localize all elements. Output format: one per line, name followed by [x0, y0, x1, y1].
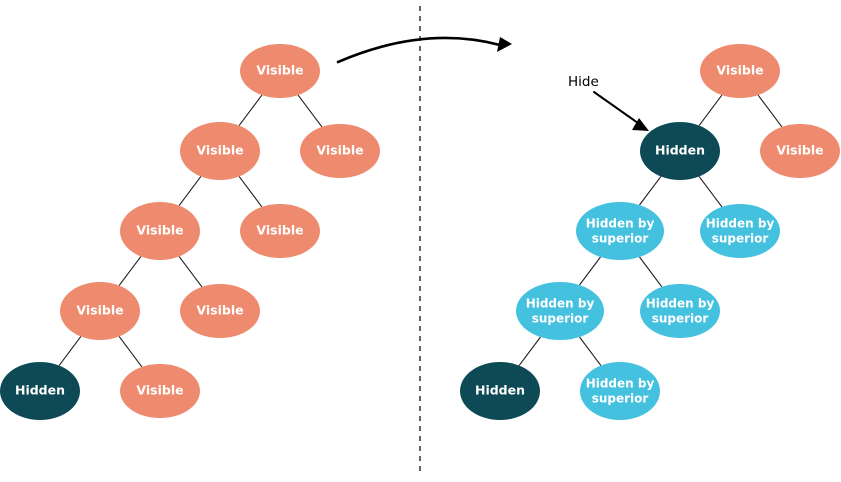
- node-shape: [640, 284, 720, 338]
- node-shape: [0, 362, 80, 420]
- hide-pointer-arrow-shaft: [593, 91, 646, 129]
- node-shape: [576, 202, 664, 260]
- tree-edge: [238, 94, 263, 126]
- tree-node-visible[interactable]: Visible: [300, 124, 380, 178]
- tree-edge: [698, 94, 723, 126]
- tree-node-visible[interactable]: Visible: [700, 44, 780, 98]
- tree-node-visible[interactable]: Visible: [60, 282, 140, 340]
- tree-node-hidden[interactable]: Hidden: [460, 362, 540, 420]
- tree-node-visible[interactable]: Visible: [180, 122, 260, 180]
- node-shape: [240, 44, 320, 98]
- tree-node-visible[interactable]: Visible: [240, 44, 320, 98]
- tree-edge: [639, 256, 663, 288]
- node-shape: [120, 364, 200, 418]
- node-shape: [460, 362, 540, 420]
- tree-edge: [178, 256, 203, 288]
- tree-edge: [639, 176, 662, 206]
- node-shape: [300, 124, 380, 178]
- tree-node-visible[interactable]: Visible: [120, 364, 200, 418]
- tree-edge: [757, 94, 783, 128]
- tree-edge: [118, 256, 142, 286]
- tree-node-visible[interactable]: Visible: [180, 284, 260, 338]
- node-shape: [120, 202, 200, 260]
- tree-edge: [178, 176, 202, 206]
- tree-edge: [297, 94, 323, 128]
- transition-arrow-shaft: [336, 36, 502, 64]
- tree-edge: [579, 336, 602, 366]
- node-shape: [640, 122, 720, 180]
- tree-edge: [579, 256, 601, 286]
- edges-layer: [58, 94, 783, 368]
- hide-annotation: Hide: [568, 74, 599, 90]
- tree-edge: [58, 336, 82, 366]
- tree-node-visible[interactable]: Visible: [120, 202, 200, 260]
- node-shape: [60, 282, 140, 340]
- node-shape: [180, 284, 260, 338]
- node-shape: [580, 362, 660, 420]
- tree-node-visible[interactable]: Visible: [240, 204, 320, 258]
- hide-pointer-arrow-head: [632, 118, 649, 131]
- tree-edge: [698, 176, 723, 208]
- node-shape: [700, 204, 780, 258]
- node-shape: [700, 44, 780, 98]
- tree-edge: [518, 336, 541, 366]
- node-shape: [760, 124, 840, 178]
- node-shape: [240, 204, 320, 258]
- tree-edge: [238, 176, 263, 208]
- node-shape: [516, 282, 604, 340]
- node-shape: [180, 122, 260, 180]
- tree-edge: [118, 336, 143, 368]
- arrows-layer: [336, 36, 649, 131]
- tree-node-hidden[interactable]: Hidden: [0, 362, 80, 420]
- tree-node-hidden[interactable]: Hidden: [640, 122, 720, 180]
- annotations-layer: Hide: [568, 74, 599, 90]
- tree-node-visible[interactable]: Visible: [760, 124, 840, 178]
- transition-arrow-head: [497, 37, 512, 52]
